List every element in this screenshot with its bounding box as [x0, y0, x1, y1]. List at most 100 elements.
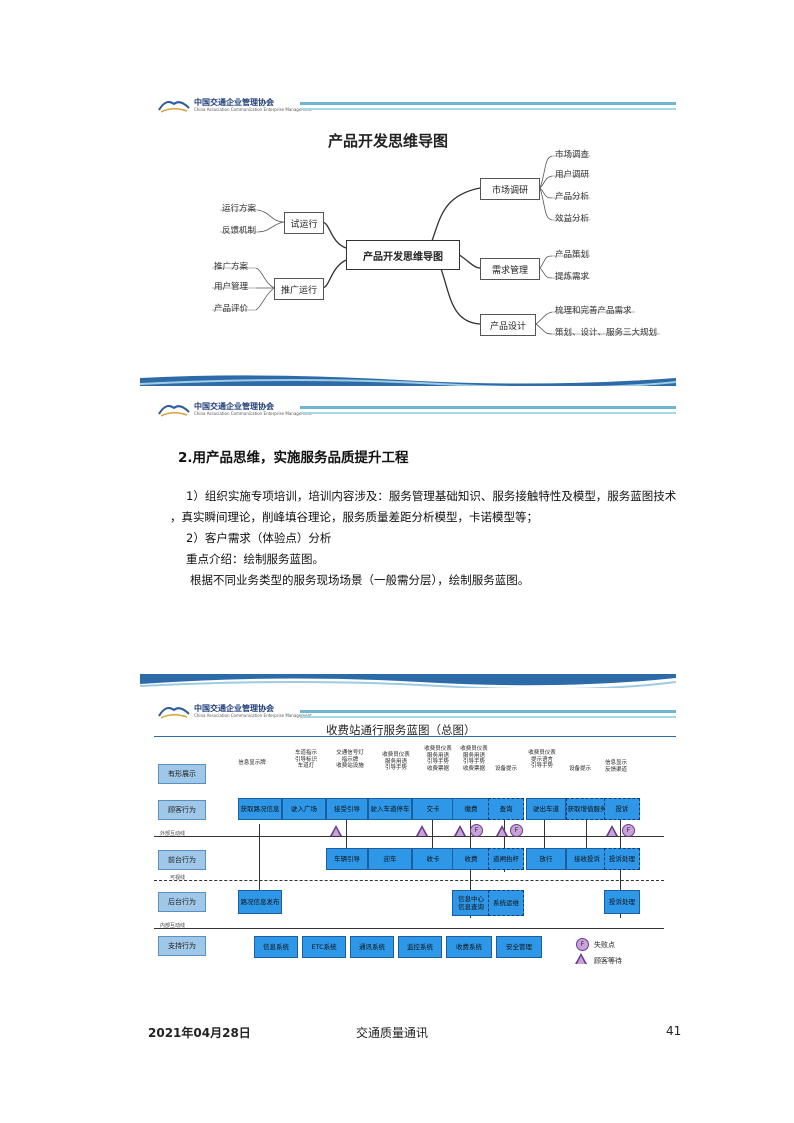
- logo-cn: 中国交通企业管理协会: [194, 704, 274, 713]
- title-underline: [154, 736, 676, 737]
- connector: [432, 818, 433, 852]
- line-label-internal: 内部互动线: [160, 923, 186, 929]
- logo-en: China Association Communication Enterpri…: [194, 411, 312, 416]
- wait-icon-inner: [607, 827, 616, 836]
- customer-guided: 接受引导: [326, 798, 368, 820]
- customer-query: 查询: [488, 798, 524, 820]
- tangible-2: 车道指示 引导标识 车道灯: [294, 750, 317, 769]
- logo: 中国交通企业管理协会 China Association Communicati…: [158, 702, 312, 720]
- mindmap-connectors: [212, 155, 660, 335]
- header-bar: [300, 412, 676, 414]
- tangible-3: 交通信号灯 指示牌 收费站设施: [336, 750, 364, 769]
- blueprint-title: 收费站通行服务蓝图（总图）: [326, 723, 476, 737]
- logo: 中国交通企业管理协会 China Association Communicati…: [158, 96, 312, 114]
- paragraph-training: 1）组织实施专项培训，培训内容涉及：服务管理基础知识、服务接触特性及模型，服务蓝…: [186, 489, 677, 503]
- slide-text-header: 中国交通企业管理协会 China Association Communicati…: [140, 396, 676, 422]
- front-receive-complaint: 接收投诉: [566, 848, 608, 870]
- leaf-user-research: 用户调研: [555, 170, 590, 180]
- connector: [504, 818, 505, 872]
- lane-front: 前台行为: [158, 850, 206, 870]
- paragraph-customer-needs: 2）客户需求（体验点）分析: [186, 531, 332, 545]
- support-etc-system: ETC系统: [302, 936, 346, 958]
- logo-en: China Association Communication Enterpri…: [194, 107, 312, 112]
- back-info-center: 信息中心 信息查询: [452, 890, 490, 916]
- branch-demand-management: 需求管理: [480, 258, 540, 280]
- support-toll-system: 收费系统: [446, 936, 492, 958]
- connector: [346, 818, 347, 852]
- logo-en: China Association Communication Enterpri…: [194, 713, 312, 718]
- tangible-9: 设备提示: [568, 766, 591, 772]
- legend-wait-label: 顾客等待: [594, 957, 622, 965]
- connector: [544, 818, 545, 852]
- leaf-run-plan: 运行方案: [222, 204, 257, 214]
- header-bar: [300, 710, 676, 713]
- logo-icon: [158, 405, 190, 417]
- logo-icon: [158, 101, 190, 113]
- customer-stop: 驶入车道停车: [368, 798, 412, 820]
- branch-trial-run: 试运行: [284, 212, 324, 234]
- back-complaint: 投诉处理: [604, 890, 640, 914]
- footer-publication: 交通质量通讯: [356, 1026, 429, 1040]
- tangible-1: 信息显示牌: [238, 760, 266, 766]
- footer-wave: [140, 375, 676, 386]
- front-greet: 迎车: [368, 848, 412, 870]
- connector: [259, 824, 260, 912]
- legend-fail-label: 失败点: [594, 941, 615, 949]
- lane-back: 后台行为: [158, 892, 206, 912]
- branch-promotion: 推广运行: [274, 278, 324, 300]
- tangible-6: 收费员仪表 服务用语 引导手势 收费票据: [460, 746, 488, 772]
- front-handle-complaint: 投诉处理: [604, 848, 640, 870]
- internal-interaction-line: [154, 928, 664, 929]
- wait-icon-inner: [497, 827, 506, 836]
- support-monitor-system: 监控系统: [398, 936, 442, 958]
- header-wave: [140, 674, 676, 688]
- tangible-7: 设备提示: [494, 766, 517, 772]
- customer-enter-plaza: 驶入广场: [282, 798, 326, 820]
- wait-icon-inner: [576, 955, 585, 964]
- slide-mindmap: 中国交通企业管理协会 China Association Communicati…: [140, 92, 676, 388]
- customer-hand-card: 交卡: [412, 798, 454, 820]
- line-label-external: 外部互动线: [160, 831, 186, 837]
- leaf-market-survey: 市场调查: [555, 150, 590, 160]
- customer-pay: 缴费: [452, 798, 490, 820]
- external-interaction-line: [154, 836, 664, 837]
- front-charge: 收费: [452, 848, 490, 870]
- slide-blueprint: 中国交通企业管理协会 China Association Communicati…: [140, 674, 676, 994]
- logo: 中国交通企业管理协会 China Association Communicati…: [158, 400, 312, 418]
- leaf-refine-product-demand: 梳理和完善产品需求: [555, 306, 632, 316]
- section-heading: 2.用产品思维，实施服务品质提升工程: [178, 450, 409, 466]
- lane-tangible: 有形展示: [158, 764, 206, 784]
- wait-icon-inner: [417, 827, 426, 836]
- front-release: 放行: [526, 848, 566, 870]
- tangible-10: 信息显示 反馈渠道: [604, 760, 627, 773]
- leaf-promo-plan: 推广方案: [214, 262, 249, 272]
- branch-product-design: 产品设计: [480, 314, 536, 336]
- tangible-5: 收费员仪表 服务用语 引导手势 收费票据: [424, 746, 452, 772]
- front-barrier: 道闸抬杆: [488, 848, 524, 870]
- leaf-product-analysis: 产品分析: [555, 192, 590, 202]
- support-comm-system: 通讯系统: [350, 936, 394, 958]
- line-label-visibility: 可视线: [170, 875, 186, 881]
- mindmap-title: 产品开发思维导图: [328, 132, 449, 150]
- lane-customer: 顾客行为: [158, 800, 206, 820]
- logo-icon: [158, 707, 190, 719]
- support-safety: 安全管理: [496, 936, 542, 958]
- header-bar: [300, 102, 676, 105]
- customer-get-info: 获取路况信息: [238, 798, 282, 820]
- customer-exit: 驶出车道: [526, 798, 566, 820]
- lane-support: 支持行为: [158, 936, 206, 956]
- back-publish-info: 路况信息发布: [238, 890, 282, 914]
- tangible-8: 收费员仪表 提示语言 引导手势: [528, 750, 556, 769]
- tangible-4: 收费员仪表 服务用语 引导手势: [382, 752, 410, 771]
- leaf-benefit-analysis: 效益分析: [555, 214, 590, 224]
- leaf-three-plans: 策划、设计、服务三大规划: [555, 328, 658, 338]
- customer-value-added: 获取增值服务: [566, 798, 608, 820]
- paragraph-blueprint: 根据不同业务类型的服务现场场景（一般需分层），绘制服务蓝图。: [190, 573, 530, 587]
- back-maintenance: 系统运维: [488, 890, 524, 916]
- logo-cn: 中国交通企业管理协会: [194, 402, 274, 411]
- mindmap-center-node: 产品开发思维导图: [346, 240, 460, 270]
- leaf-feedback: 反馈机制: [222, 226, 257, 236]
- footer-date: 2021年04月28日: [148, 1026, 251, 1040]
- wait-icon-inner: [331, 827, 340, 836]
- leaf-product-evaluation: 产品评价: [214, 304, 249, 314]
